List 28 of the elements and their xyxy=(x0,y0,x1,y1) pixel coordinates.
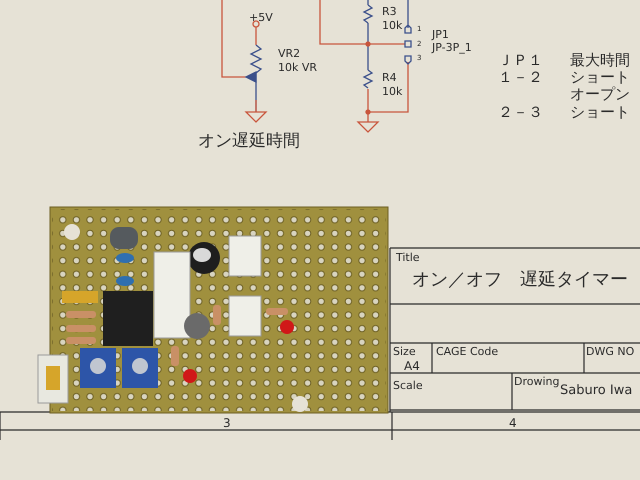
note-text: ＪＰ１ xyxy=(498,52,543,68)
net-label: JP-3P_1 xyxy=(432,42,472,54)
note-text: オープン xyxy=(570,86,630,102)
field-label: Scale xyxy=(393,380,423,392)
component-value: 10k xyxy=(382,86,402,98)
component-label: R3 xyxy=(382,6,397,18)
field-label: Size xyxy=(393,346,416,358)
caption-text: オン遅延時間 xyxy=(198,132,300,151)
note-text: １－２ xyxy=(498,69,543,86)
field-value: A4 xyxy=(404,360,420,374)
net-label: +5V xyxy=(249,12,273,24)
component-label: R4 xyxy=(382,72,397,84)
component-label: JP1 xyxy=(432,29,449,42)
field-label: DWG NO xyxy=(586,346,634,358)
component-label: VR2 xyxy=(278,48,300,60)
column-number: 3 xyxy=(223,417,231,430)
note-text: ２－３ xyxy=(498,104,543,120)
note-text: 最大時間 xyxy=(570,52,630,68)
title-text: オン／オフ 遅延タイマー xyxy=(412,270,628,290)
column-number: 4 xyxy=(509,417,517,430)
field-label: CAGE Code xyxy=(436,346,498,358)
component-value: 10k xyxy=(382,20,402,32)
note-text: ショート xyxy=(570,69,630,86)
note-text: ショート xyxy=(570,104,630,120)
field-value: Saburo Iwa xyxy=(560,384,632,398)
component-value: 10k VR xyxy=(278,62,318,74)
field-label: Title xyxy=(396,252,420,264)
field-label: Drowing xyxy=(514,376,560,388)
